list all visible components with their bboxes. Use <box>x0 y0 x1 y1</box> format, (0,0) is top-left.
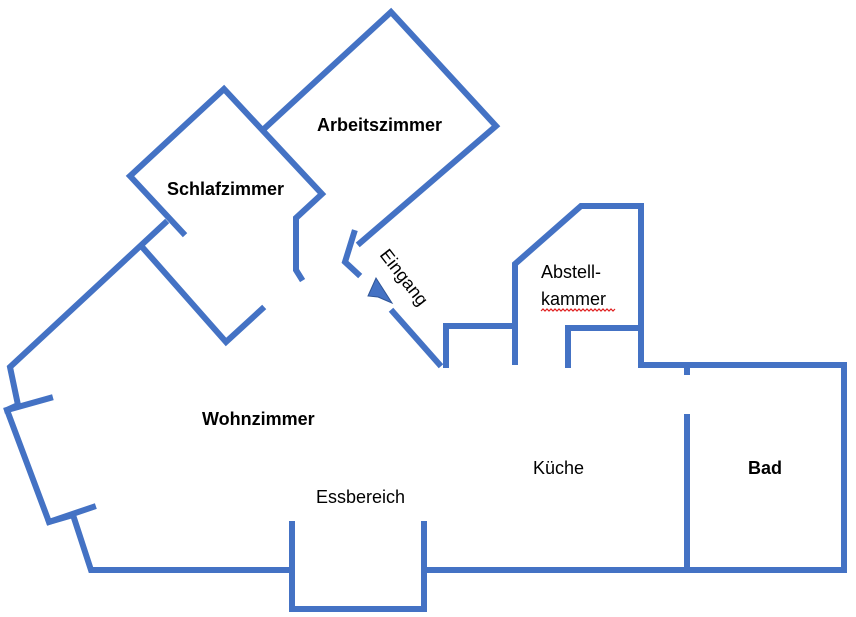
label-arbeitszimmer: Arbeitszimmer <box>317 115 442 135</box>
entrance-arrow-icon <box>367 276 394 305</box>
wall-abstellkammer-inner <box>443 323 518 368</box>
wall-notch-lower <box>45 503 97 526</box>
wall-bottom-right <box>421 203 847 573</box>
wall-abstellkammer-lower <box>565 325 644 368</box>
label-wohnzimmer: Wohnzimmer <box>202 409 315 429</box>
label-bad: Bad <box>748 458 782 478</box>
spellcheck-underline <box>540 308 616 312</box>
label-abstell-line2: kammer <box>541 289 606 309</box>
wall-essbereich-bay <box>289 521 427 612</box>
label-schlafzimmer: Schlafzimmer <box>167 179 284 199</box>
wall-wohnzimmer-left <box>3 218 295 573</box>
wall-arbeitszimmer-door <box>341 229 363 279</box>
walls <box>3 7 847 612</box>
wall-arbeitszimmer <box>260 7 501 248</box>
wall-entrance <box>388 307 444 369</box>
wall-schlafzimmer <box>125 84 327 283</box>
label-essbereich: Essbereich <box>316 487 405 507</box>
label-abstell-line1: Abstell- <box>541 262 601 282</box>
wall-inner-partition <box>138 243 267 347</box>
wall-notch-upper <box>3 394 54 414</box>
label-kueche: Küche <box>533 458 584 478</box>
